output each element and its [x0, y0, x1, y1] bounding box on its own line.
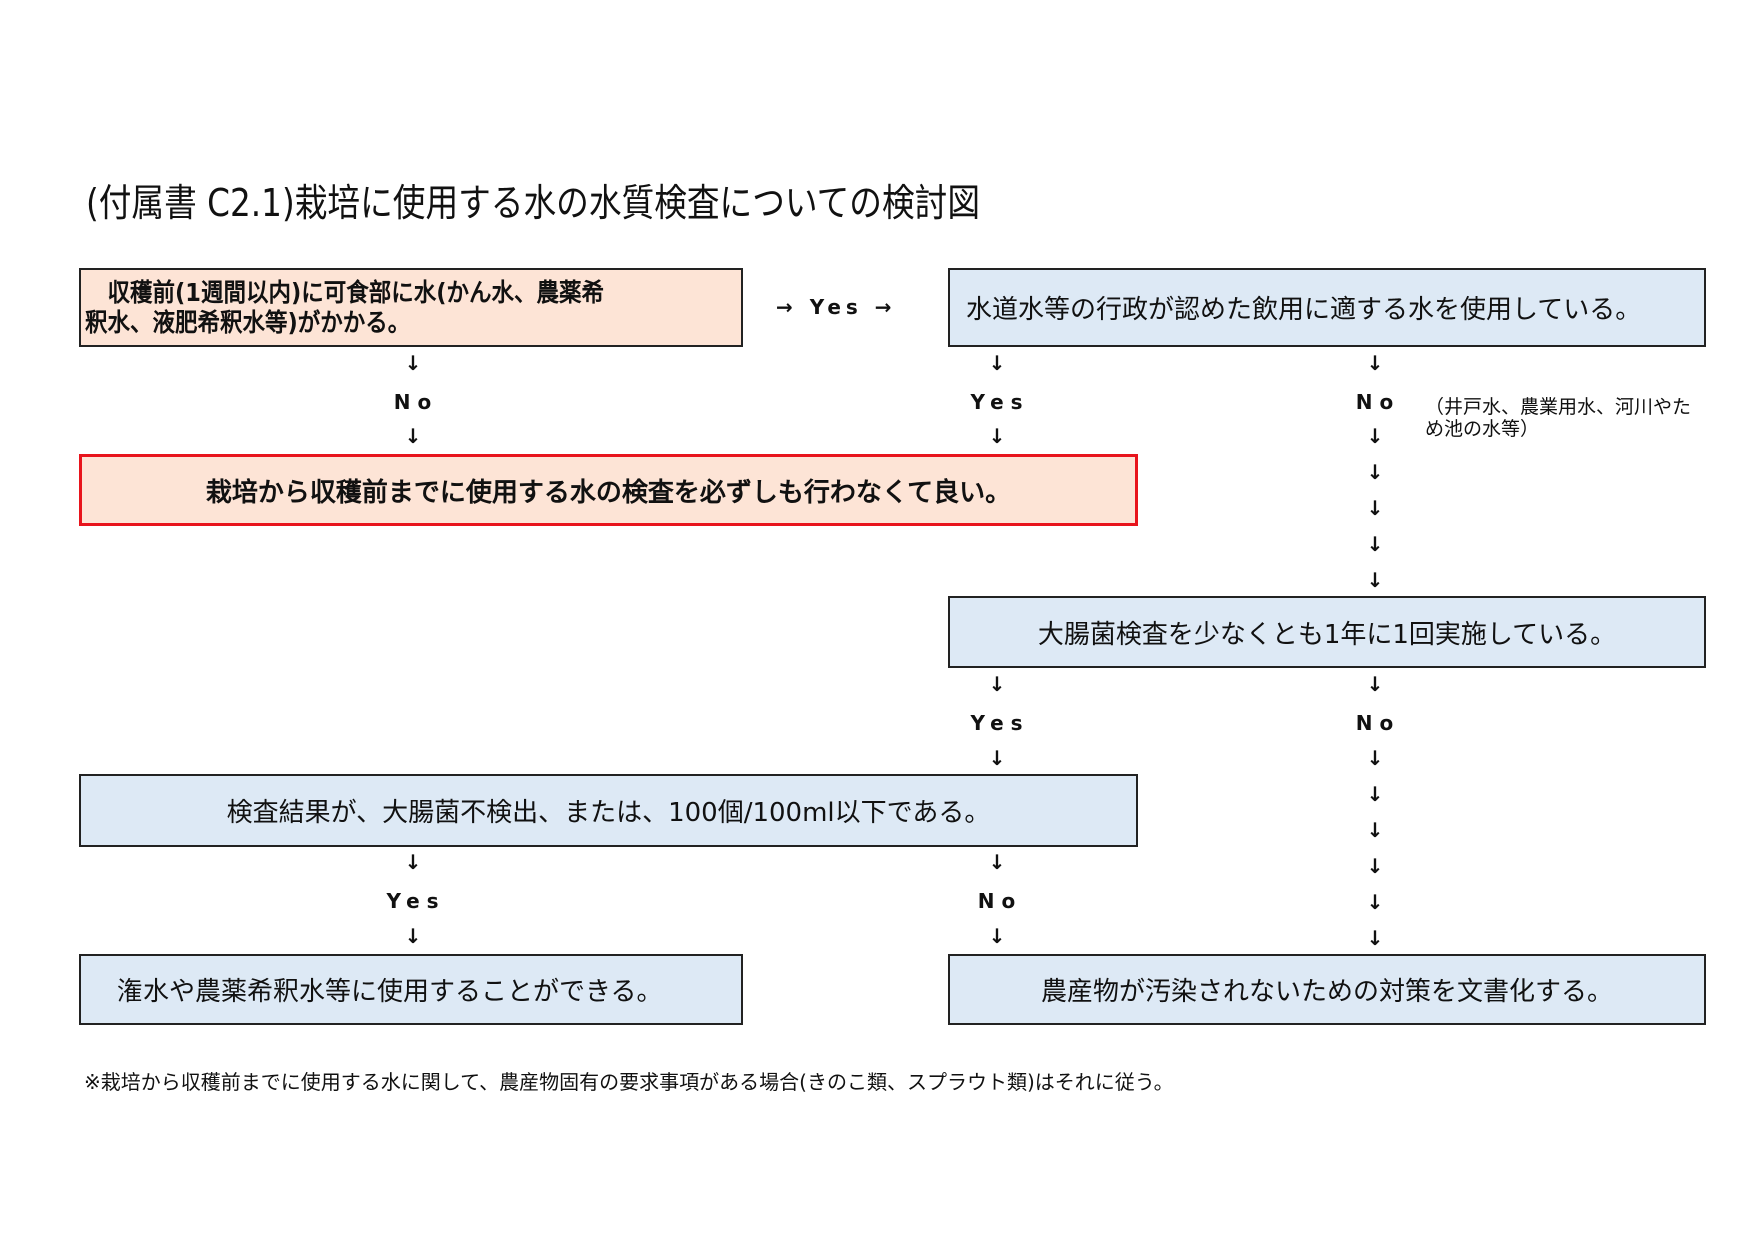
edge-q3-yes-label: Yes — [970, 711, 1030, 735]
arrow-down-icon: ↓ — [1366, 818, 1384, 842]
edge-q3-no-label: No — [1355, 711, 1401, 735]
arrow-down-icon: ↓ — [1366, 568, 1384, 592]
edge-q4-no-label: No — [977, 889, 1023, 913]
arrow-down-icon: ↓ — [988, 672, 1006, 696]
diagram-title: (付属書 C2.1)栽培に使用する水の水質検査についての検討図 — [86, 181, 981, 225]
node-ecoli-annual-test: 大腸菌検査を少なくとも1年に1回実施している。 — [948, 596, 1706, 668]
arrow-down-icon: ↓ — [1366, 746, 1384, 770]
arrow-down-icon: ↓ — [1366, 532, 1384, 556]
arrow-down-icon: ↓ — [1366, 782, 1384, 806]
footnote: ※栽培から収穫前までに使用する水に関して、農産物固有の要求事項がある場合(きのこ… — [84, 1070, 1174, 1094]
node-test-result-threshold: 検査結果が、大腸菌不検出、または、100個/100ml以下である。 — [79, 774, 1138, 847]
edge-q2-no-note: （井戸水、農業用水、河川やた め池の水等） — [1425, 396, 1691, 440]
arrow-down-icon: ↓ — [988, 424, 1006, 448]
arrow-down-icon: ↓ — [1366, 496, 1384, 520]
arrow-down-icon: ↓ — [1366, 460, 1384, 484]
edge-q1-yes-label: → Yes → — [776, 295, 897, 319]
arrow-down-icon: ↓ — [988, 924, 1006, 948]
edge-q2-no-label: No — [1355, 390, 1401, 414]
arrow-down-icon: ↓ — [404, 351, 422, 375]
arrow-down-icon: ↓ — [1366, 424, 1384, 448]
node-no-test-text: 栽培から収穫前までに使用する水の検査を必ずしも行わなくて良い。 — [205, 477, 1012, 508]
node-document-text: 農産物が汚染されないための対策を文書化する。 — [1040, 977, 1613, 1007]
arrow-down-icon: ↓ — [1366, 672, 1384, 696]
arrow-down-icon: ↓ — [1366, 854, 1384, 878]
arrow-down-icon: ↓ — [404, 850, 422, 874]
arrow-down-icon: ↓ — [988, 746, 1006, 770]
node-usable-text: 潅水や農薬希釈水等に使用することができる。 — [117, 977, 663, 1007]
arrow-down-icon: ↓ — [1366, 351, 1384, 375]
edge-q2-yes-label: Yes — [970, 390, 1030, 414]
edge-q1-no-label: No — [393, 390, 439, 414]
node-q1-line1: 収穫前(1週間以内)に可食部に水(かん水、農薬希 — [85, 277, 605, 307]
edge-q4-yes-label: Yes — [386, 889, 446, 913]
arrow-down-icon: ↓ — [1366, 926, 1384, 950]
node-q3-text: 大腸菌検査を少なくとも1年に1回実施している。 — [1037, 619, 1617, 650]
arrow-down-icon: ↓ — [1366, 890, 1384, 914]
arrow-down-icon: ↓ — [404, 924, 422, 948]
arrow-down-icon: ↓ — [404, 424, 422, 448]
node-q4-text: 検査結果が、大腸菌不検出、または、100個/100ml以下である。 — [226, 798, 991, 828]
node-document-countermeasures: 農産物が汚染されないための対策を文書化する。 — [948, 954, 1706, 1025]
note-line1: （井戸水、農業用水、河川やた — [1425, 396, 1692, 418]
node-no-test-required: 栽培から収穫前までに使用する水の検査を必ずしも行わなくて良い。 — [79, 454, 1138, 526]
arrow-down-icon: ↓ — [988, 351, 1006, 375]
node-q1-line2: 釈水、液肥希釈水等)がかかる。 — [85, 307, 411, 337]
node-potable-water: 水道水等の行政が認めた飲用に適する水を使用している。 — [948, 268, 1706, 347]
node-usable-for-irrigation: 潅水や農薬希釈水等に使用することができる。 — [79, 954, 743, 1025]
node-pre-harvest-water-contact: 収穫前(1週間以内)に可食部に水(かん水、農薬希 釈水、液肥希釈水等)がかかる。 — [79, 268, 743, 347]
arrow-down-icon: ↓ — [988, 850, 1006, 874]
note-line2: め池の水等） — [1425, 418, 1540, 440]
node-q2-text: 水道水等の行政が認めた飲用に適する水を使用している。 — [966, 295, 1642, 325]
